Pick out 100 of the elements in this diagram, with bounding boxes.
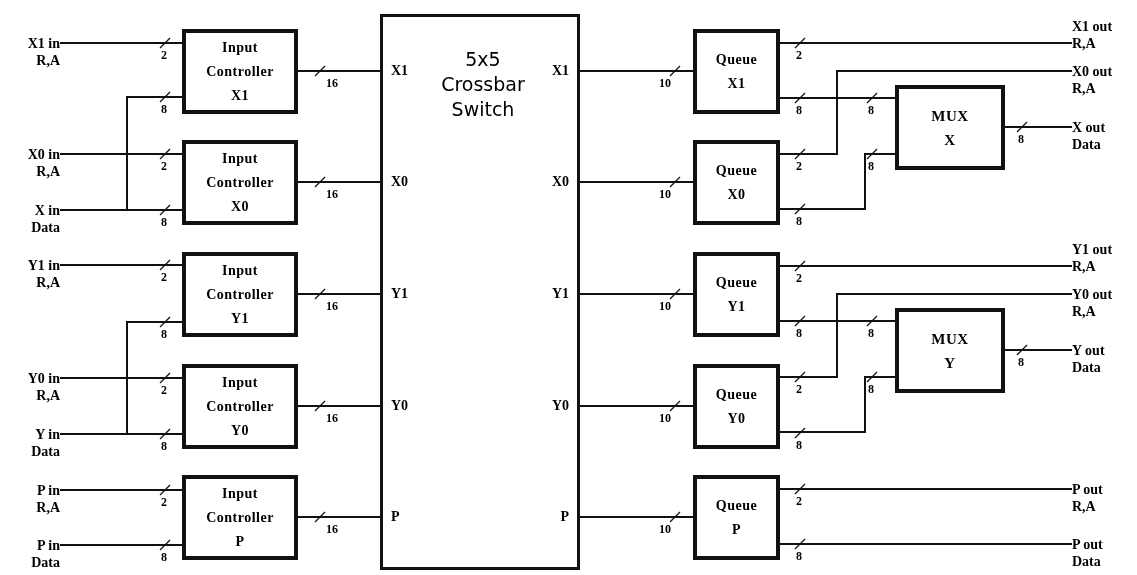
bus-width-label: 10 <box>658 77 672 90</box>
signal-label: Y1 out R,A <box>1072 240 1122 275</box>
port-label: Y1 <box>551 286 569 302</box>
signal-line <box>779 97 896 99</box>
signal-label: X1 in R,A <box>12 34 60 69</box>
bus-width-label: 16 <box>325 300 339 313</box>
bus-width-label: 8 <box>160 328 168 341</box>
input-controller-box <box>182 475 298 560</box>
bus-width-label: 8 <box>795 550 803 563</box>
port-label: X0 <box>551 174 569 190</box>
signal-label: Y out Data <box>1072 341 1122 376</box>
multiplexer-box <box>895 308 1005 393</box>
signal-line <box>59 489 183 491</box>
port-label: P <box>391 509 400 525</box>
bus-width-label: 2 <box>795 272 803 285</box>
signal-label: X0 out R,A <box>1072 62 1122 97</box>
signal-line <box>59 433 183 435</box>
signal-label: X0 in R,A <box>12 145 60 180</box>
port-label: X1 <box>391 63 409 79</box>
port-label: P <box>560 509 569 525</box>
box-label: Input Controller Y1 <box>205 261 275 328</box>
bus-width-label: 16 <box>325 412 339 425</box>
bus-width-label: 2 <box>160 49 168 62</box>
input-controller-box <box>182 252 298 337</box>
signal-label: Y0 in R,A <box>12 369 60 404</box>
signal-line <box>579 405 694 407</box>
signal-line <box>779 488 1073 490</box>
bus-width-label: 8 <box>867 160 875 173</box>
signal-line <box>297 293 381 295</box>
bus-width-label: 8 <box>1017 133 1025 146</box>
port-label: X0 <box>391 174 409 190</box>
queue-box <box>693 475 780 560</box>
signal-line <box>297 70 381 72</box>
signal-label: P in Data <box>12 536 60 571</box>
bus-width-label: 2 <box>160 160 168 173</box>
box-label: MUX Y <box>930 329 970 373</box>
signal-label: Y1 in R,A <box>12 256 60 291</box>
port-label: Y1 <box>391 286 409 302</box>
signal-label: X1 out R,A <box>1072 17 1122 52</box>
bus-width-label: 8 <box>867 327 875 340</box>
box-label: Queue Y1 <box>714 273 759 316</box>
signal-line <box>579 181 694 183</box>
bus-width-label: 2 <box>795 495 803 508</box>
box-label: Queue P <box>714 496 759 539</box>
bus-width-label: 8 <box>795 215 803 228</box>
signal-label: X in Data <box>12 201 60 236</box>
signal-line <box>297 181 381 183</box>
signal-line <box>779 153 896 210</box>
signal-label: Y0 out R,A <box>1072 285 1122 320</box>
bus-width-label: 2 <box>160 496 168 509</box>
signal-line <box>779 265 1073 267</box>
bus-width-label: 16 <box>325 188 339 201</box>
bus-width-label: 8 <box>795 327 803 340</box>
signal-label: X out Data <box>1072 118 1122 153</box>
signal-label: P out Data <box>1072 535 1122 570</box>
bus-width-label: 8 <box>160 216 168 229</box>
bus-width-label: 16 <box>325 523 339 536</box>
signal-line <box>779 320 896 322</box>
signal-line <box>779 42 1073 44</box>
bus-width-label: 2 <box>160 271 168 284</box>
box-title: 5x5 Crossbar Switch <box>440 47 526 122</box>
input-controller-box <box>182 140 298 225</box>
signal-line <box>779 70 1073 155</box>
queue-box <box>693 140 780 225</box>
bus-width-label: 10 <box>658 300 672 313</box>
bus-width-label: 8 <box>795 104 803 117</box>
bus-width-label: 16 <box>325 77 339 90</box>
signal-line <box>779 293 1073 378</box>
box-label: Queue X0 <box>714 161 759 204</box>
port-label: Y0 <box>551 398 569 414</box>
box-label: Queue Y0 <box>714 385 759 428</box>
signal-label: Y in Data <box>12 425 60 460</box>
signal-line <box>297 516 381 518</box>
bus-width-label: 2 <box>795 383 803 396</box>
signal-line <box>579 516 694 518</box>
port-label: Y0 <box>391 398 409 414</box>
crossbar-switch-box <box>380 14 580 570</box>
box-label: Queue X1 <box>714 50 759 93</box>
signal-line <box>59 209 183 211</box>
signal-line <box>59 42 183 44</box>
bus-width-label: 8 <box>160 551 168 564</box>
bus-width-label: 2 <box>795 49 803 62</box>
signal-line <box>59 153 183 155</box>
bus-width-label: 8 <box>160 103 168 116</box>
input-controller-box <box>182 364 298 449</box>
bus-width-label: 8 <box>160 440 168 453</box>
signal-line <box>59 264 183 266</box>
port-label: X1 <box>551 63 569 79</box>
queue-box <box>693 252 780 337</box>
box-label: Input Controller X1 <box>205 38 275 105</box>
bus-width-label: 8 <box>867 104 875 117</box>
box-label: Input Controller Y0 <box>205 373 275 440</box>
signal-line <box>297 405 381 407</box>
bus-width-label: 2 <box>160 384 168 397</box>
box-label: Input Controller P <box>205 484 275 551</box>
signal-line <box>579 70 694 72</box>
signal-line <box>59 544 183 546</box>
bus-width-label: 10 <box>658 523 672 536</box>
bus-width-label: 8 <box>795 439 803 452</box>
box-label: Input Controller X0 <box>205 149 275 216</box>
